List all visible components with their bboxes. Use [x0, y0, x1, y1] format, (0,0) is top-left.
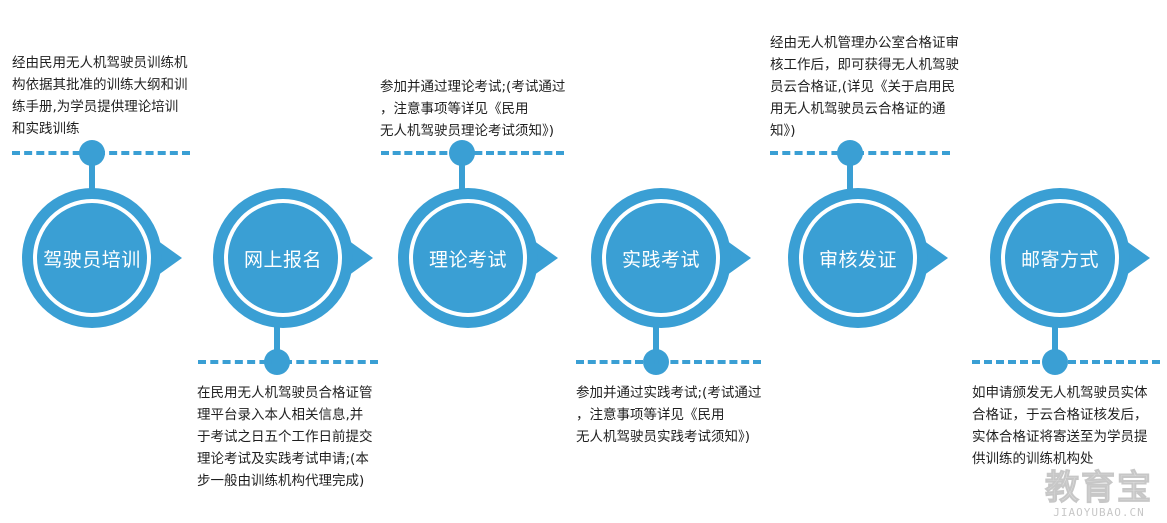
circle-arrow-shape [591, 188, 751, 328]
step-1-connector-stem [89, 164, 95, 194]
step-6-label: 邮寄方式 [1020, 248, 1099, 271]
step-1-connector-knob [79, 140, 105, 166]
step-5-node: 审核发证 [783, 188, 958, 328]
step-3-description: 参加并通过理论考试;(考试通过 ，注意事项等详见《民用 无人机驾驶员理论考试须知… [380, 79, 566, 139]
step-2-label: 网上报名 [243, 248, 322, 271]
step-3-node: 理论考试 [393, 188, 568, 328]
circle-arrow-shape [398, 188, 558, 328]
step-1-description: 经由民用无人机驾驶员训练机 构依据其批准的训练大纲和训 练手册,为学员提供理论培… [12, 55, 188, 137]
step-5-description: 经由无人机管理办公室合格证审 核工作后，即可获得无人机驾驶 员云合格证,(详见《… [770, 35, 959, 139]
step-4-connector-stem [653, 324, 659, 352]
step-5-connector-knob [837, 140, 863, 166]
step-6-node: 邮寄方式 [985, 188, 1160, 328]
step-6-description: 如申请颁发无人机驾驶员实体 合格证，于云合格证核发后， 实体合格证将寄送至为学员… [972, 385, 1148, 467]
step-1-node: 驾驶员培训 [17, 188, 192, 328]
step-1-label: 驾驶员培训 [43, 248, 141, 271]
watermark-logo: 教育宝 JIAOYUBAO.CN [1045, 468, 1153, 520]
step-2-node: 网上报名 [208, 188, 383, 328]
step-5-label: 审核发证 [818, 248, 897, 271]
circle-arrow-shape [990, 188, 1150, 328]
step-5-connector-stem [847, 164, 853, 194]
step-4-label: 实践考试 [621, 248, 700, 271]
circle-arrow-shape [213, 188, 373, 328]
step-3-connector-knob [449, 140, 475, 166]
circle-arrow-shape [788, 188, 948, 328]
circle-arrow-shape [22, 188, 182, 328]
watermark-main-text: 教育宝 [1045, 468, 1153, 508]
step-4-connector-line [576, 360, 761, 364]
step-3-label: 理论考试 [428, 248, 507, 271]
step-2-connector-stem [274, 324, 280, 352]
step-2-description: 在民用无人机驾驶员合格证管 理平台录入本人相关信息,并 于考试之日五个工作日前提… [197, 385, 373, 489]
step-2-connector-line [198, 360, 378, 364]
step-4-description: 参加并通过实践考试;(考试通过 ，注意事项等详见《民用 无人机驾驶员实践考试须知… [576, 385, 762, 445]
watermark-sub-text: JIAOYUBAO.CN [1053, 506, 1145, 519]
step-4-node: 实践考试 [586, 188, 761, 328]
step-3-connector-stem [459, 164, 465, 194]
step-6-connector-line [972, 360, 1160, 364]
step-6-connector-stem [1052, 324, 1058, 352]
